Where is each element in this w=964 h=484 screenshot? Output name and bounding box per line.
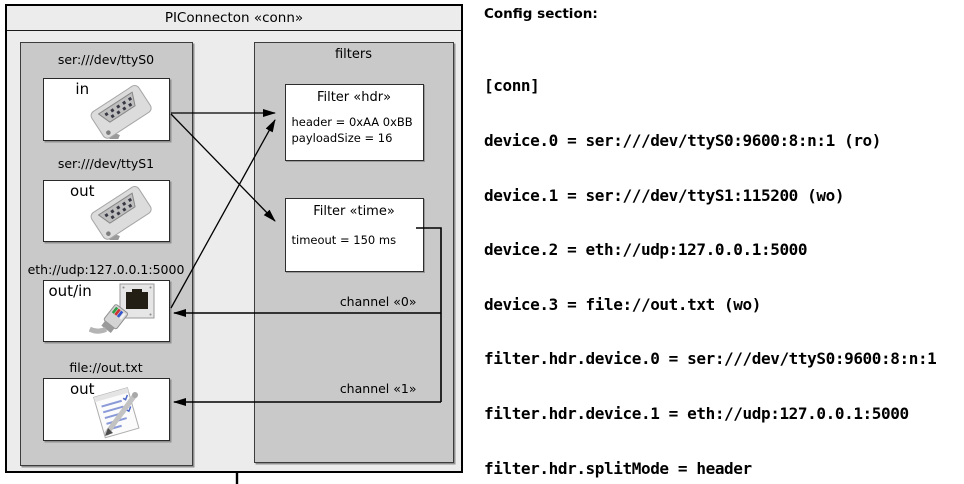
config-line: filter.hdr.device.1 = eth://udp:127.0.0.… — [484, 404, 909, 424]
device-box-ttyS0: in — [42, 77, 170, 141]
channel-1-label: channel «1» — [339, 380, 417, 396]
filters-panel-title: filters — [334, 46, 372, 62]
config-body: [conn] device.0 = ser:///dev/ttyS0:9600:… — [484, 41, 946, 484]
filters-panel: filters Filter «hdr» header = 0xAA 0xBB … — [253, 41, 454, 463]
serial-connector-icon — [90, 185, 152, 240]
serial-connector-icon — [90, 84, 152, 139]
ethernet-connector-icon — [88, 283, 154, 334]
config-line: device.2 = eth://udp:127.0.0.1:5000 — [484, 240, 808, 260]
config-line: device.3 = file://out.txt (wo) — [484, 294, 761, 314]
device-uri-label: ser:///dev/ttyS1 — [57, 155, 155, 171]
diagram-title: PIConnecton «conn» — [164, 10, 304, 26]
device-uri-label: file://out.txt — [69, 359, 143, 375]
channel-0-label: channel «0» — [339, 293, 417, 309]
filter-attribute: timeout = 150 ms — [291, 232, 397, 247]
device-direction: out/in — [48, 281, 92, 300]
connection-diagram: PIConnecton «conn» ser:///dev/ttyS0 in — [5, 4, 463, 473]
device-direction: out — [69, 379, 95, 398]
device-uri-label: ser:///dev/ttyS0 — [57, 51, 155, 67]
filter-attribute: payloadSize = 16 — [291, 130, 393, 145]
config-line: device.1 = ser:///dev/ttyS1:115200 (wo) — [484, 185, 845, 205]
config-line: filter.hdr.device.0 = ser:///dev/ttyS0:9… — [484, 349, 937, 369]
device-box-file: out — [42, 377, 170, 441]
config-heading: Config section: — [484, 6, 598, 22]
config-line: filter.hdr.splitMode = header — [484, 458, 752, 478]
device-box-ttyS1: out — [42, 179, 170, 242]
filter-time-box: Filter «time» timeout = 150 ms — [284, 197, 424, 272]
title-separator — [7, 30, 461, 31]
filter-title: Filter «hdr» — [316, 89, 392, 105]
notepad-file-icon — [92, 386, 140, 438]
device-uri-label: eth://udp:127.0.0.1:5000 — [27, 261, 185, 277]
filter-attribute: header = 0xAA 0xBB — [291, 114, 413, 129]
filter-hdr-box: Filter «hdr» header = 0xAA 0xBB payloadS… — [284, 83, 424, 161]
config-line: [conn] — [484, 76, 540, 96]
device-direction: in — [75, 79, 90, 98]
devices-panel: ser:///dev/ttyS0 in — [19, 41, 193, 466]
device-direction: out — [69, 181, 95, 200]
config-line: device.0 = ser:///dev/ttyS0:9600:8:n:1 (… — [484, 131, 882, 151]
filter-title: Filter «time» — [313, 203, 395, 219]
device-box-eth: out/in — [42, 279, 170, 342]
